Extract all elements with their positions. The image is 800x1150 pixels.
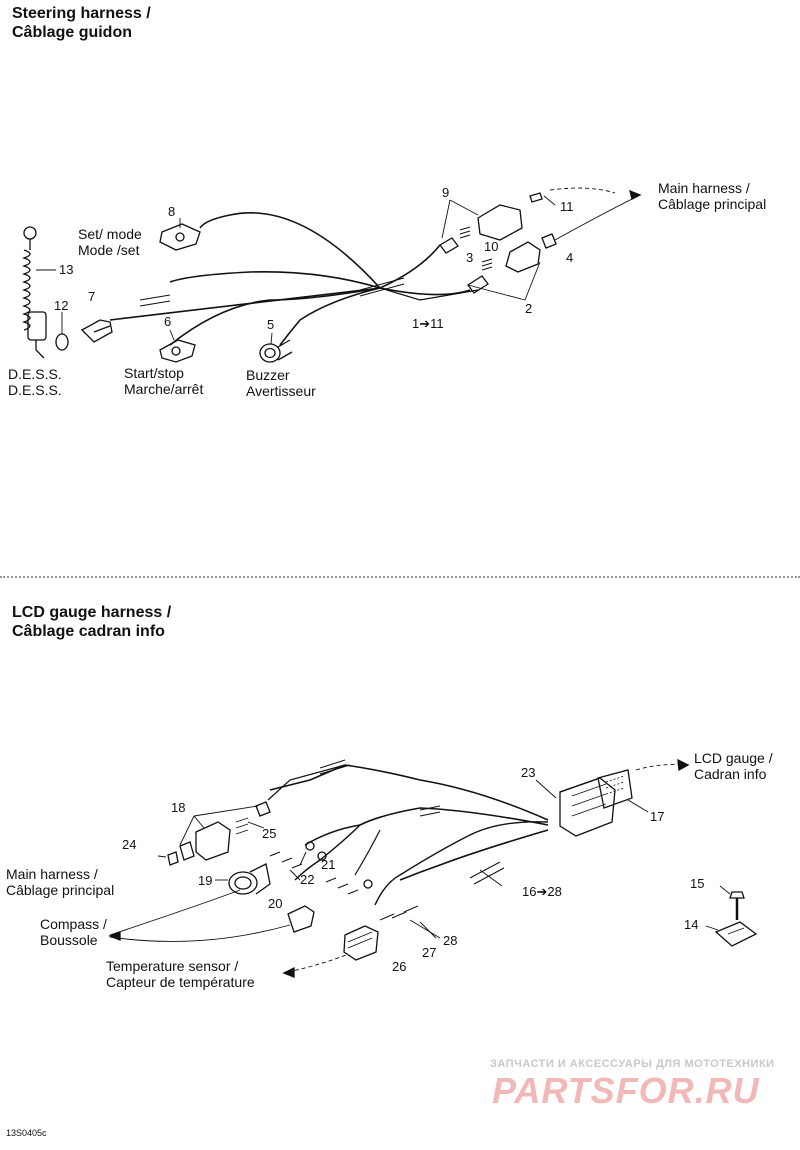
callout-22: 22 xyxy=(300,872,315,887)
steering-title-en: Steering harness / xyxy=(12,5,151,22)
callout-28: 28 xyxy=(443,933,458,948)
dess-lanyard xyxy=(21,226,113,359)
callout-12: 12 xyxy=(54,298,69,313)
callout-26: 26 xyxy=(392,959,407,974)
steering-title: Steering harness / Câblage guidon xyxy=(12,4,151,42)
lcd-gauge-label-fr: Cadran info xyxy=(694,766,767,782)
lcd-gauge-label-en: LCD gauge / xyxy=(694,750,773,766)
lcd-leaders xyxy=(289,779,649,939)
temperature-sensor-label-en: Temperature sensor / xyxy=(106,958,239,974)
start-stop-label: Start/stop Marche/arrêt xyxy=(124,365,203,397)
callout-7: 7 xyxy=(88,289,96,304)
buzzer xyxy=(259,339,293,363)
callout-19: 19 xyxy=(198,873,213,888)
lcd-title: LCD gauge harness / Câblage cadran info xyxy=(12,603,171,641)
callout-18: 18 xyxy=(171,800,186,815)
callout-11: 11 xyxy=(560,199,574,214)
callout-6: 6 xyxy=(164,314,172,329)
callout-27: 27 xyxy=(422,945,437,960)
lcd-main-harness-label: Main harness / Câblage principal xyxy=(6,866,114,898)
callout-2: 2 xyxy=(525,301,533,316)
callout-14: 14 xyxy=(684,917,699,932)
lcd-wire-bundle xyxy=(267,759,549,906)
callout-24: 24 xyxy=(122,837,137,852)
callout-25: 25 xyxy=(262,826,277,841)
steering-connectors xyxy=(439,187,642,301)
lcd-gauge-connector xyxy=(559,758,690,837)
start-stop-label-en: Start/stop xyxy=(124,365,184,381)
callout-3: 3 xyxy=(466,250,474,265)
callout-5: 5 xyxy=(267,317,275,332)
lcd-title-en: LCD gauge harness / xyxy=(12,604,172,621)
callout-8: 8 xyxy=(168,204,176,219)
callout-21: 21 xyxy=(321,857,336,872)
callout-9: 9 xyxy=(442,185,450,200)
drawing-code: 13S0405c xyxy=(6,1128,47,1138)
compass-label-en: Compass / xyxy=(40,916,107,932)
lcd-main-harness-label-fr: Câblage principal xyxy=(6,882,115,898)
buzzer-label-en: Buzzer xyxy=(246,367,290,383)
callout-23: 23 xyxy=(521,765,536,780)
dess-label-en: D.E.S.S. xyxy=(8,366,62,382)
callout-1-to-11: 1➔11 xyxy=(412,316,444,331)
dess-label-fr: D.E.S.S. xyxy=(8,382,62,398)
lcd-gauge-label: LCD gauge / Cadran info xyxy=(694,750,773,782)
lcd-title-fr: Câblage cadran info xyxy=(12,623,165,640)
set-mode-label-fr: Mode /set xyxy=(78,242,140,258)
callout-20: 20 xyxy=(268,896,283,911)
temperature-sensor-label: Temperature sensor / Capteur de températ… xyxy=(106,958,255,990)
start-stop-switch xyxy=(159,339,196,363)
dess-label: D.E.S.S. D.E.S.S. xyxy=(8,366,62,398)
bolt-and-clip xyxy=(705,885,758,947)
buzzer-label-fr: Avertisseur xyxy=(246,383,316,399)
set-mode-label-en: Set/ mode xyxy=(78,226,142,242)
watermark-tagline: ЗАПЧАСТИ И АКСЕССУАРЫ ДЛЯ МОТОТЕХНИКИ xyxy=(490,1058,775,1070)
callout-13: 13 xyxy=(59,262,74,277)
buzzer-label: Buzzer Avertisseur xyxy=(246,367,316,399)
steering-leaders xyxy=(36,218,273,345)
callout-4: 4 xyxy=(566,250,574,265)
temperature-connector xyxy=(282,905,441,978)
section-divider xyxy=(0,576,800,578)
steering-wire-bundle xyxy=(109,212,479,346)
callout-15: 15 xyxy=(690,876,705,891)
set-mode-label: Set/ mode Mode /set xyxy=(78,226,142,258)
compass-label-fr: Boussole xyxy=(40,932,98,948)
steering-title-fr: Câblage guidon xyxy=(12,24,132,41)
temperature-sensor-label-fr: Capteur de température xyxy=(106,974,255,990)
callout-10: 10 xyxy=(484,239,499,254)
compass-label: Compass / Boussole xyxy=(40,916,107,948)
watermark-logo: PARTSFOR.RU xyxy=(492,1070,760,1111)
start-stop-label-fr: Marche/arrêt xyxy=(124,381,204,397)
set-mode-switch xyxy=(159,223,201,251)
callout-17: 17 xyxy=(650,809,665,824)
lcd-main-harness-label-en: Main harness / xyxy=(6,866,98,882)
main-harness-label: Main harness / Câblage principal xyxy=(658,180,766,212)
main-harness-label-en: Main harness / xyxy=(658,180,750,196)
callout-16-to-28: 16➔28 xyxy=(522,884,562,899)
lcd-connectors xyxy=(108,801,373,942)
main-harness-label-fr: Câblage principal xyxy=(658,196,767,212)
